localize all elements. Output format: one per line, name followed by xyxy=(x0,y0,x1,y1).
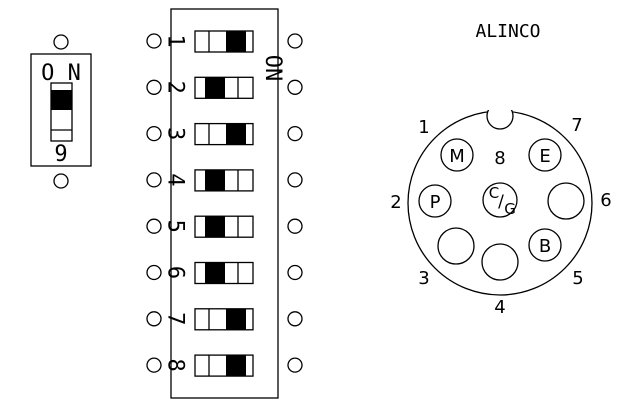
dip-switch-9: O N 9 xyxy=(30,34,92,189)
pin-number-7: 7 xyxy=(571,115,582,136)
switch-1-number: 1 xyxy=(163,34,188,47)
mount-hole-left xyxy=(146,125,162,142)
switch-1-knob xyxy=(226,31,246,52)
on-label: ON xyxy=(260,55,285,82)
switch-4-knob xyxy=(205,169,225,191)
mount-hole-right xyxy=(287,311,303,327)
switch-2-number: 2 xyxy=(163,81,188,94)
pin-number-6: 6 xyxy=(600,190,611,211)
on-label: O N xyxy=(41,61,81,86)
pin-m xyxy=(440,138,474,172)
brand-label: ALINCO xyxy=(475,21,540,42)
pin-number-4: 4 xyxy=(494,297,505,318)
switch-5-number: 5 xyxy=(163,220,188,233)
pin-4 xyxy=(481,243,519,281)
pin-6 xyxy=(547,182,585,220)
pin-cg-slash: / xyxy=(498,192,504,212)
switch-6-knob xyxy=(205,262,225,284)
pin-m-label: M xyxy=(449,146,465,167)
switch-9-knob xyxy=(51,90,72,110)
pin-b-label: B xyxy=(539,236,551,257)
notch-mask xyxy=(485,95,515,110)
pin-e xyxy=(528,138,562,172)
switch-8-number: 8 xyxy=(163,358,188,371)
switch-8-knob xyxy=(226,355,246,377)
switch-6-number: 6 xyxy=(163,266,188,279)
pin-number-3: 3 xyxy=(418,268,429,289)
mount-hole-left xyxy=(146,311,162,327)
switch-8-body xyxy=(170,8,279,399)
switch-2-knob xyxy=(205,77,225,99)
switch-9-body xyxy=(30,53,92,167)
pin-number-8: 8 xyxy=(494,148,505,169)
mount-hole-right xyxy=(287,218,303,234)
mount-hole-left xyxy=(146,79,162,95)
pin-3 xyxy=(437,227,475,265)
pin-number-2: 2 xyxy=(390,192,401,213)
mount-hole xyxy=(53,34,69,50)
mount-hole-left xyxy=(146,172,162,188)
pin-p xyxy=(418,184,452,218)
switch-4-number: 4 xyxy=(163,173,188,186)
mount-hole-left xyxy=(146,33,162,49)
mount-hole-right xyxy=(287,172,303,188)
switch-5-knob xyxy=(205,216,225,238)
mount-hole-left xyxy=(146,218,162,234)
mount-hole-right xyxy=(287,79,303,95)
pin-cg-c: C xyxy=(489,184,499,202)
switch-7-number: 7 xyxy=(163,312,188,325)
pin-cg-g: G xyxy=(504,200,516,218)
pin-e-label: E xyxy=(539,146,550,167)
pin-number-5: 5 xyxy=(572,268,583,289)
switch-9-number: 9 xyxy=(54,142,67,167)
switch-3-knob xyxy=(226,123,246,145)
mount-hole-left xyxy=(146,357,162,373)
mount-hole-right xyxy=(287,264,303,281)
pin-cg xyxy=(482,182,518,218)
dip-switch-8: ON 1 2 3 4 5 6 7 8 xyxy=(146,8,303,399)
mount-hole-right xyxy=(287,33,303,49)
mount-hole xyxy=(53,173,69,189)
mount-hole-left xyxy=(146,264,162,281)
switch-3-number: 3 xyxy=(163,127,188,140)
pin-p-label: P xyxy=(430,192,441,213)
pin-b xyxy=(528,228,562,262)
switch-7-knob xyxy=(226,308,246,330)
pin-number-1: 1 xyxy=(418,117,429,138)
connector: ALINCO 1 2 3 4 5 6 7 8 M E P C / G B xyxy=(390,21,611,318)
mount-hole-right xyxy=(287,125,303,142)
mount-hole-right xyxy=(287,357,303,373)
